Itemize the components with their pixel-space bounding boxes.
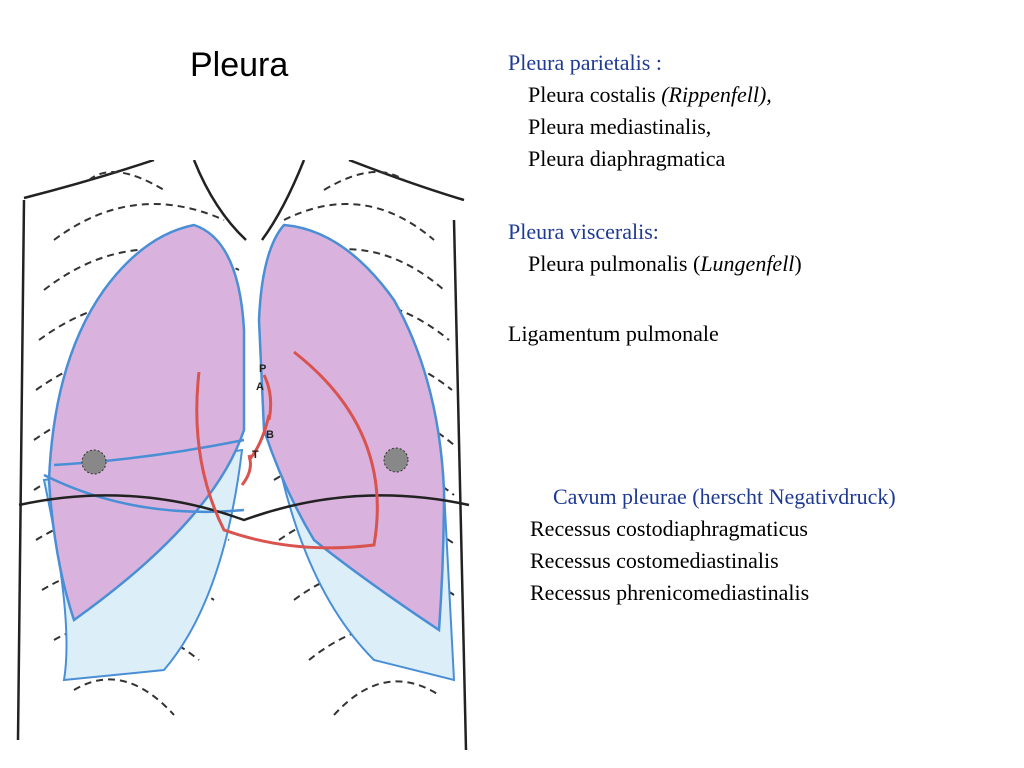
- pleura-diaphragmatica-item: Pleura diaphragmatica: [528, 146, 726, 171]
- label-t: T: [252, 449, 259, 461]
- page-title: Pleura: [190, 46, 289, 84]
- pleura-mediastinalis-item: Pleura mediastinalis,: [528, 114, 712, 139]
- nipple-markers: [81, 447, 409, 475]
- ligamentum-pulmonale: Ligamentum pulmonale: [508, 321, 719, 346]
- pleura-pulmonalis-prefix: Pleura pulmonalis (: [528, 251, 701, 276]
- pleura-visceralis-section: Pleura visceralis: Pleura pulmonalis (Lu…: [508, 216, 802, 280]
- pericardium-outline: [195, 350, 379, 550]
- left-lung: [257, 223, 446, 633]
- label-p: P: [259, 363, 266, 375]
- pleura-costalis-text: Pleura costalis: [528, 82, 662, 107]
- pleura-costalis-item: Pleura costalis (Rippenfell),: [508, 79, 772, 111]
- label-b: B: [266, 429, 274, 441]
- diaphragm-line: [18, 494, 470, 522]
- right-lung: [47, 223, 246, 623]
- pleura-pulmonalis-suffix: ): [794, 251, 802, 276]
- recessus-costomediastinalis: Recessus costomediastinalis: [530, 548, 779, 573]
- pleura-visceralis-heading: Pleura visceralis:: [508, 219, 659, 244]
- pleura-parietalis-heading: Pleura parietalis :: [508, 50, 662, 75]
- thorax-pleura-illustration: P A B T: [16, 160, 470, 751]
- lungs: [47, 223, 446, 633]
- label-a: A: [256, 381, 264, 393]
- body-outline: [16, 160, 468, 751]
- pleura-parietalis-section: Pleura parietalis : Pleura costalis (Rip…: [508, 47, 772, 175]
- pleura-pulmonalis-italic: Lungenfell: [700, 251, 795, 276]
- recessus-list: Recessus costodiaphragmaticus Recessus c…: [530, 513, 809, 609]
- recessus-phrenicomediastinalis: Recessus phrenicomediastinalis: [530, 580, 810, 605]
- pleura-pulmonalis-item: Pleura pulmonalis (Lungenfell): [508, 248, 802, 280]
- pleura-costalis-italic: (Rippenfell),: [661, 82, 772, 107]
- figure-letter-labels: P A B T: [252, 363, 274, 461]
- recessus-costodiaphragmaticus: Recessus costodiaphragmaticus: [530, 516, 808, 541]
- cavum-pleurae-heading: Cavum pleurae (herscht Negativdruck): [553, 484, 896, 509]
